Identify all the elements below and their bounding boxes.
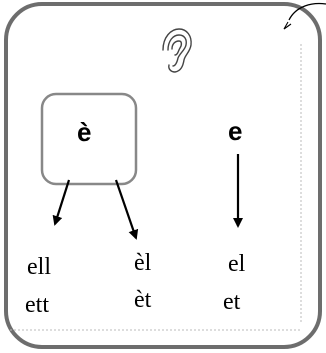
ear-icon bbox=[162, 28, 192, 73]
spelling-ett: ett bbox=[25, 292, 49, 318]
spelling-el: el bbox=[228, 251, 246, 277]
arrow-to-ell bbox=[52, 179, 71, 226]
spelling-el-grave: èl bbox=[134, 250, 152, 276]
spelling-ell: ell bbox=[27, 254, 51, 280]
letter-e: e bbox=[228, 116, 243, 146]
spelling-et: et bbox=[223, 289, 241, 315]
spelling-et-grave: èt bbox=[134, 287, 152, 313]
arrow-to-el-grave bbox=[114, 179, 139, 240]
bubble-corner bbox=[288, 2, 326, 21]
letter-e-grave: è bbox=[77, 117, 92, 147]
card-border bbox=[4, 2, 322, 349]
letter-box bbox=[40, 92, 138, 186]
dashed-frame bbox=[10, 44, 302, 331]
